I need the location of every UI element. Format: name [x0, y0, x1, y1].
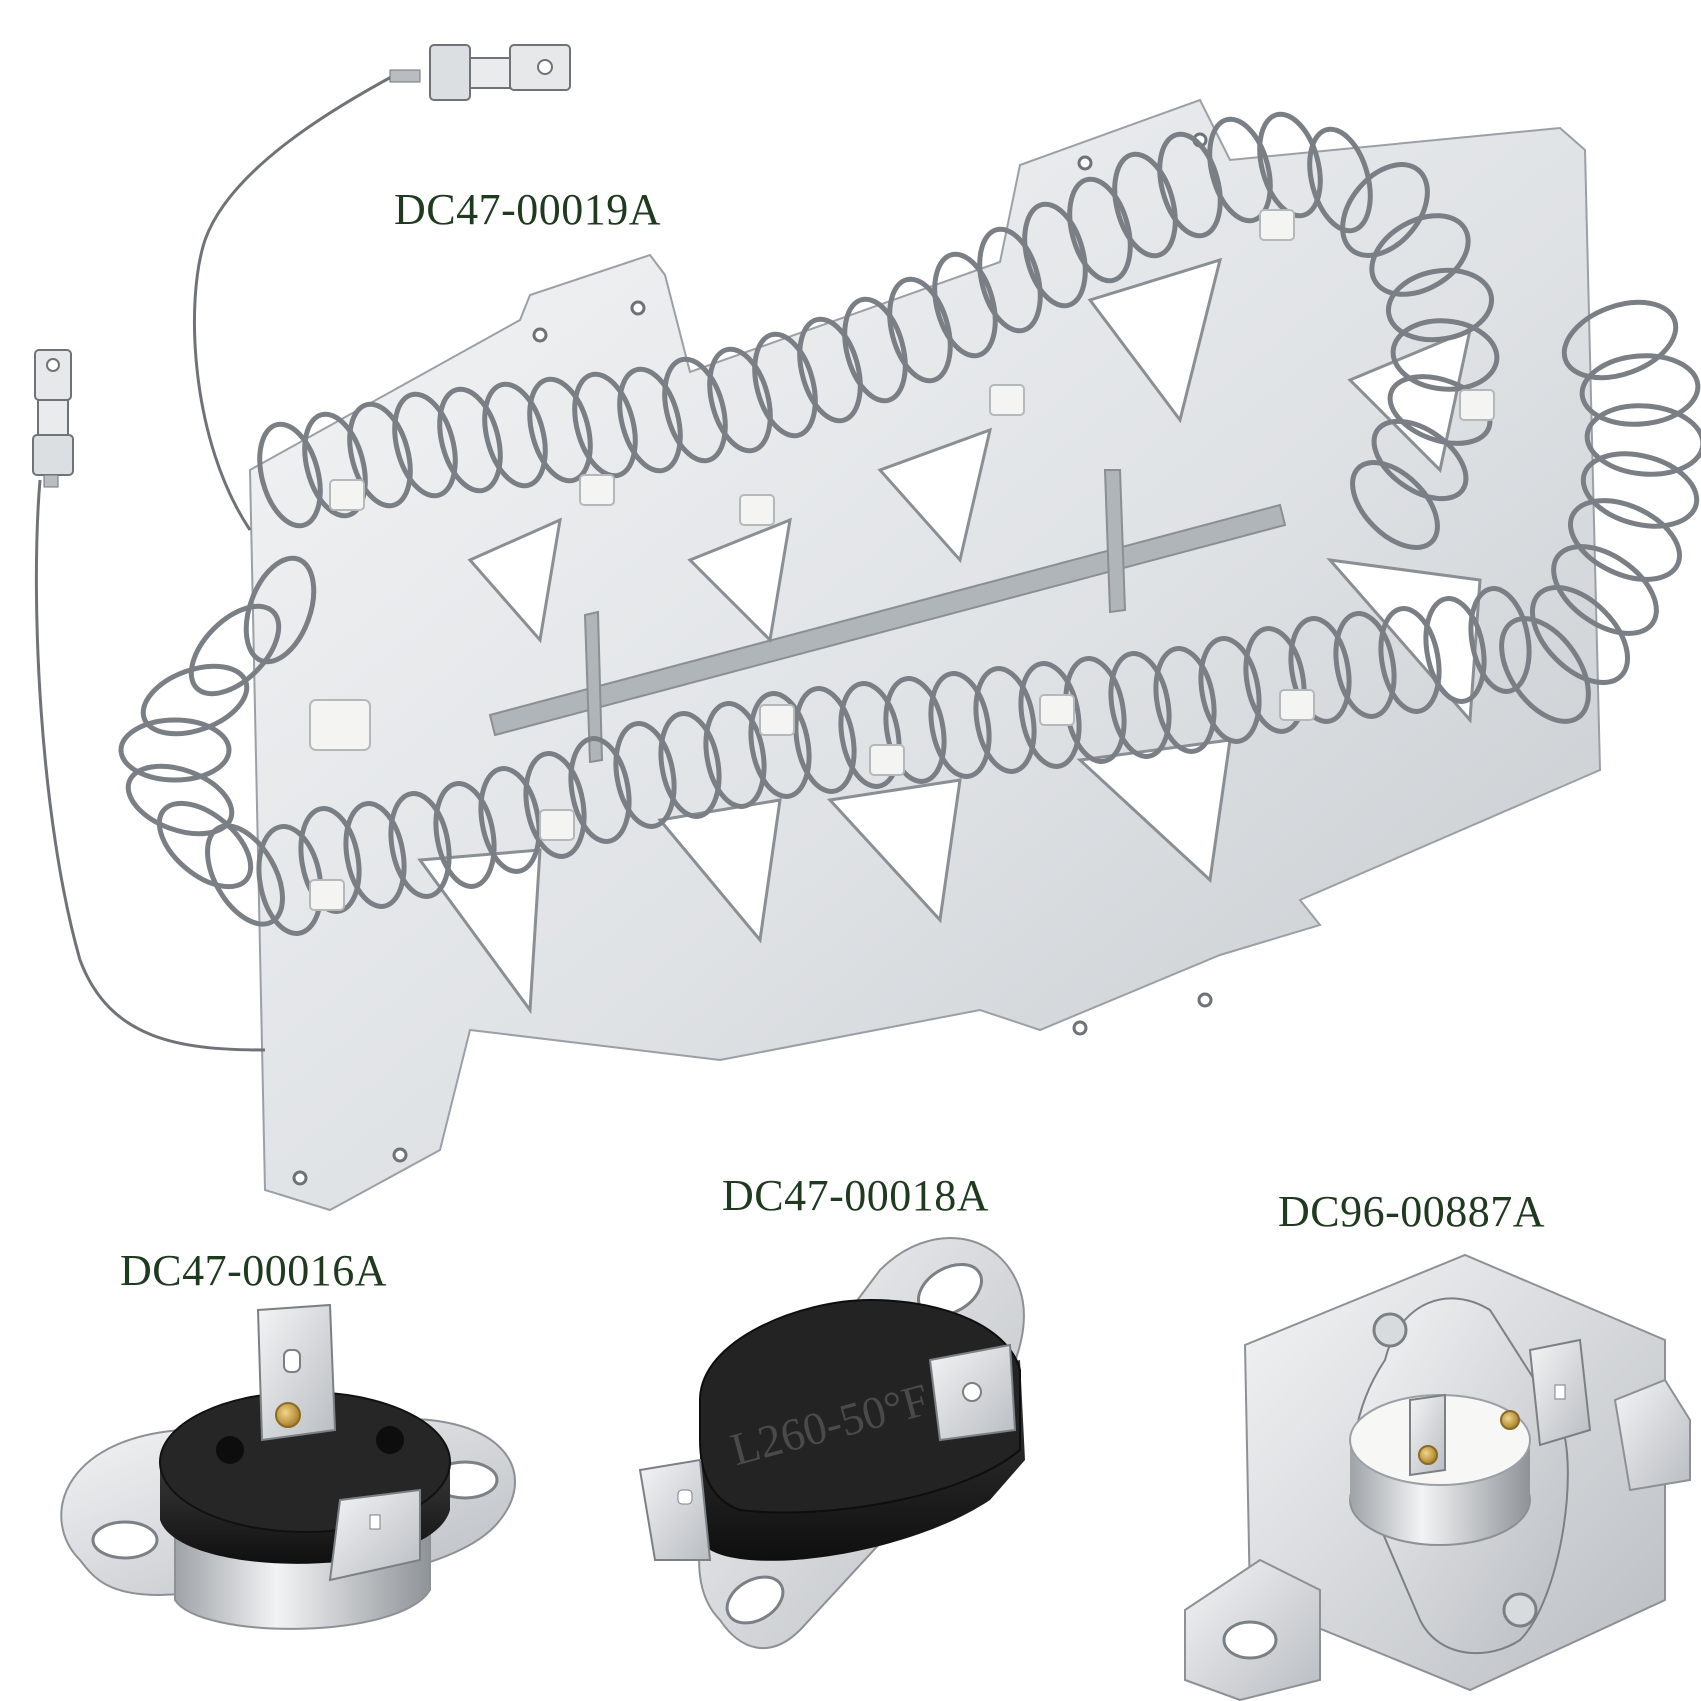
thermal-fuse-icon [60, 1303, 516, 1630]
thermostat-icon: L260-50°F [638, 1237, 1025, 1649]
heating-element-part-number: DC47-00019A [394, 185, 662, 234]
cycling-thermostat-part-number: DC96-00887A [1278, 1187, 1546, 1236]
top-terminal [389, 44, 571, 101]
cycling-thermostat-icon [1184, 1253, 1691, 1701]
thermostat-part-number: DC47-00018A [722, 1171, 990, 1220]
mounting-plate [248, 98, 1602, 1212]
heating-coil-icon [32, 44, 1701, 1212]
left-terminal [32, 349, 74, 488]
thermal-fuse-part-number: DC47-00016A [120, 1246, 388, 1295]
